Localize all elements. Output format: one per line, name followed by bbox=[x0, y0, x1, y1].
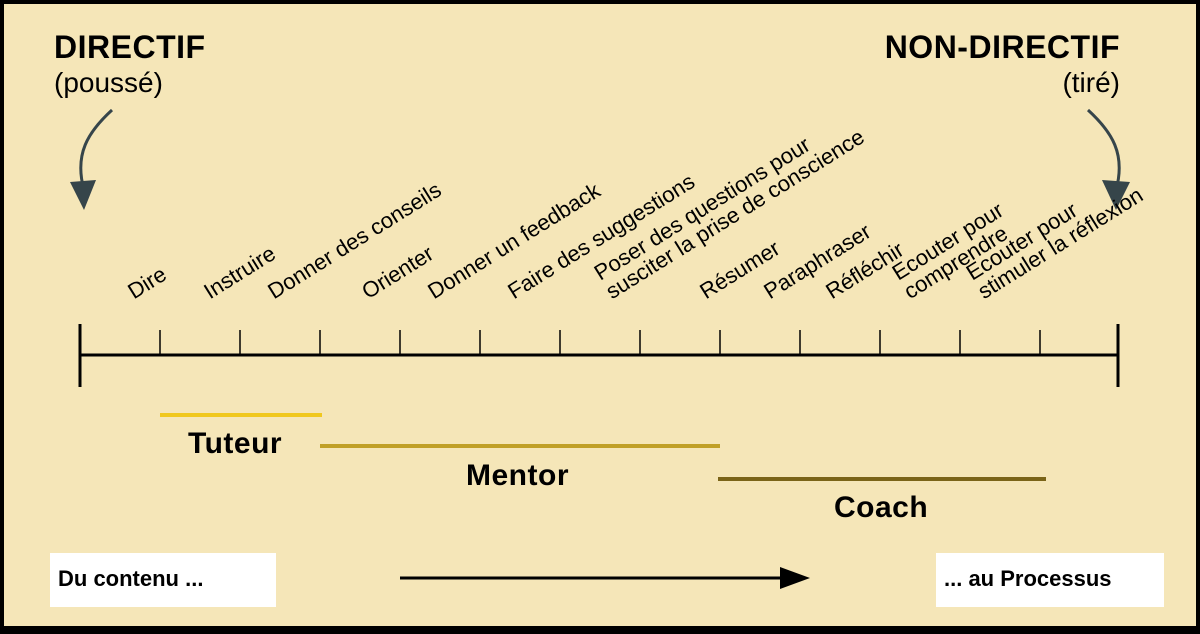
content-box: Du contenu ... bbox=[50, 553, 276, 607]
scale-graphic bbox=[70, 108, 1130, 589]
coach-label: Coach bbox=[834, 491, 929, 524]
right-curved-arrow-icon bbox=[1086, 108, 1130, 210]
left-title: DIRECTIF bbox=[54, 29, 206, 65]
coach-range-line bbox=[718, 477, 1046, 481]
left-curved-arrow-icon bbox=[70, 108, 114, 210]
right-title: NON-DIRECTIF bbox=[884, 29, 1120, 65]
tuteur-label: Tuteur bbox=[188, 427, 283, 460]
mentor-label: Mentor bbox=[466, 459, 569, 492]
process-box: ... au Processus bbox=[936, 553, 1164, 607]
left-subtitle: (poussé) bbox=[54, 67, 163, 98]
mentor-range-line bbox=[320, 444, 720, 448]
process-arrow-icon bbox=[400, 567, 810, 589]
diagram-canvas: DIRECTIF (poussé) NON-DIRECTIF (tiré) bbox=[4, 4, 1196, 626]
tuteur-range-line bbox=[160, 413, 322, 417]
right-subtitle: (tiré) bbox=[1062, 67, 1120, 98]
